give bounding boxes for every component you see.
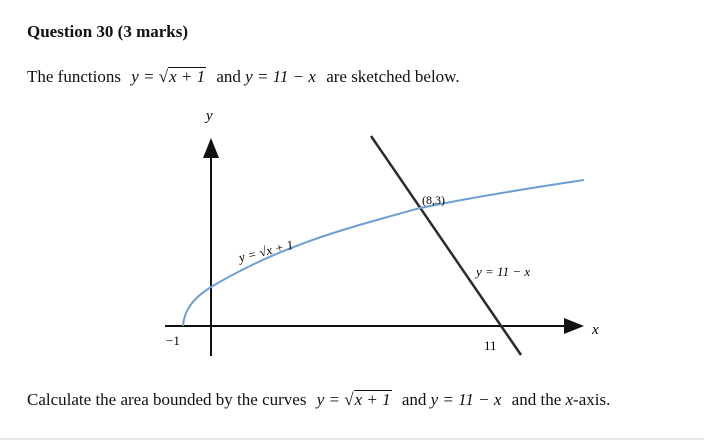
intro-conj: and bbox=[216, 67, 241, 86]
task-f1-lhs: y = bbox=[316, 390, 340, 409]
task-f2: y = 11 − x bbox=[430, 390, 502, 409]
y-axis-label: y bbox=[204, 108, 213, 124]
task-after: -axis. bbox=[573, 390, 611, 409]
neg-one-tick-label: −1 bbox=[166, 333, 180, 348]
intro-after: are sketched below. bbox=[326, 67, 460, 86]
intro-f1-lhs: y = bbox=[131, 67, 155, 86]
task-sentence: Calculate the area bounded by the curves… bbox=[27, 390, 610, 410]
curve-equation-label: y = √x + 1 bbox=[235, 237, 295, 266]
x-axis-label: x bbox=[591, 322, 599, 338]
intro-f1-radicand: x + 1 bbox=[168, 67, 207, 86]
curve-sqrt-x-plus-1 bbox=[182, 179, 585, 327]
task-x-var: x bbox=[565, 390, 574, 409]
intro-f1-root: √ bbox=[158, 67, 169, 86]
page-bottom-rule bbox=[0, 438, 704, 440]
intro-f2: y = 11 − x bbox=[245, 67, 316, 86]
intro-sentence: The functions y = √x + 1 and y = 11 − x … bbox=[27, 67, 460, 87]
intro-before: The functions bbox=[27, 67, 121, 86]
task-and-the: and the bbox=[511, 390, 562, 409]
task-before: Calculate the area bounded by the curves bbox=[27, 390, 307, 409]
task-f1-root: √ bbox=[344, 390, 354, 409]
line-equation-label: y = 11 − x bbox=[474, 264, 530, 279]
task-f1-radicand: x + 1 bbox=[353, 390, 392, 409]
intersection-point-label: (8,3) bbox=[422, 193, 445, 207]
line-y-equals-11-minus-x bbox=[369, 135, 523, 356]
eleven-tick-label: 11 bbox=[484, 338, 497, 353]
task-conj: and bbox=[401, 390, 427, 409]
question-heading: Question 30 (3 marks) bbox=[27, 22, 189, 41]
